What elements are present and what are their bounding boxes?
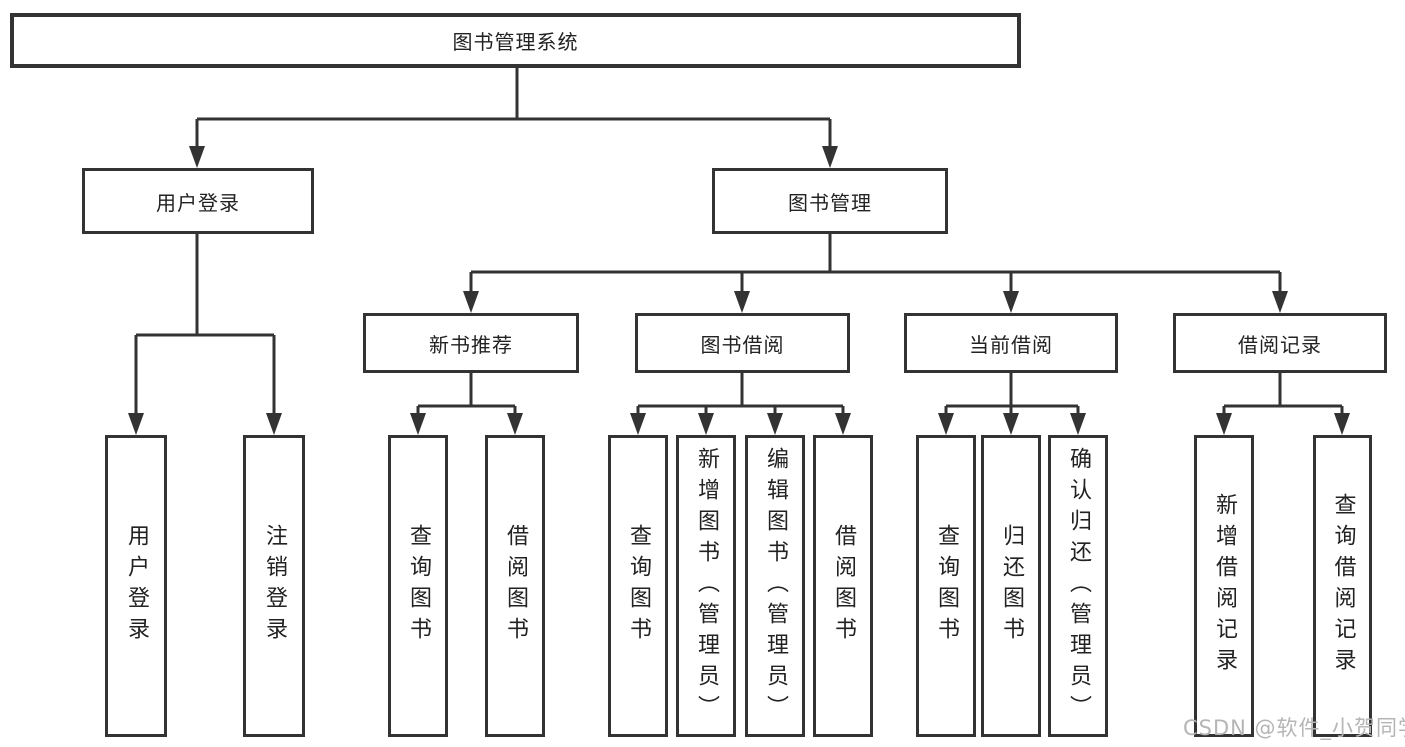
node-label: 借阅记录	[1238, 332, 1322, 357]
leaf-logout: 注销登录	[243, 435, 305, 737]
leaf-borrow-book: 借阅图书	[813, 435, 873, 737]
leaf-label: 借阅图书	[503, 524, 528, 648]
leaf-label: 查询图书	[406, 524, 431, 648]
watermark: CSDN @软件_小贺同学	[1183, 716, 1405, 740]
leaf-query-book-borrow: 查询图书	[608, 435, 668, 737]
leaf-label: 注销登录	[262, 524, 287, 648]
node-new-book-recommend: 新书推荐	[363, 313, 579, 373]
node-label: 新书推荐	[429, 332, 513, 357]
node-book-management: 图书管理	[712, 168, 948, 234]
leaf-add-book-admin: 新增图书（管理员）	[676, 435, 736, 737]
node-current-borrow: 当前借阅	[904, 313, 1118, 373]
leaf-query-book-recommend: 查询图书	[388, 435, 448, 737]
leaf-return-book: 归还图书	[981, 435, 1041, 737]
leaf-query-book-current: 查询图书	[916, 435, 976, 737]
leaf-label: 新增借阅记录	[1212, 493, 1237, 679]
node-label: 当前借阅	[969, 332, 1053, 357]
leaf-label: 确认归还（管理员）	[1066, 446, 1091, 726]
leaf-user-login: 用户登录	[105, 435, 167, 737]
leaf-label: 用户登录	[124, 524, 149, 648]
node-borrow-records: 借阅记录	[1173, 313, 1387, 373]
leaf-add-borrow-record: 新增借阅记录	[1194, 435, 1254, 737]
node-user-login: 用户登录	[82, 168, 314, 234]
tree-edges	[134, 68, 1344, 416]
leaf-label: 编辑图书（管理员）	[763, 446, 788, 726]
leaf-label: 查询借阅记录	[1330, 493, 1356, 679]
node-label: 用户登录	[156, 190, 240, 215]
node-label: 图书管理系统	[452, 30, 579, 54]
leaf-label: 归还图书	[999, 524, 1024, 648]
leaf-label: 查询图书	[934, 524, 959, 648]
node-book-borrow: 图书借阅	[635, 313, 850, 373]
arrowheads	[128, 146, 1350, 435]
leaf-edit-book-admin: 编辑图书（管理员）	[745, 435, 805, 737]
leaf-query-borrow-record: 查询借阅记录	[1313, 435, 1372, 737]
node-system-root: 图书管理系统	[10, 13, 1021, 68]
leaf-borrow-book-recommend: 借阅图书	[485, 435, 545, 737]
node-label: 图书管理	[788, 190, 872, 215]
node-label: 图书借阅	[700, 332, 785, 357]
leaf-label: 借阅图书	[831, 524, 856, 648]
leaf-confirm-return-admin: 确认归还（管理员）	[1048, 435, 1108, 737]
leaf-label: 查询图书	[626, 524, 651, 648]
leaf-label: 新增图书（管理员）	[694, 446, 719, 726]
